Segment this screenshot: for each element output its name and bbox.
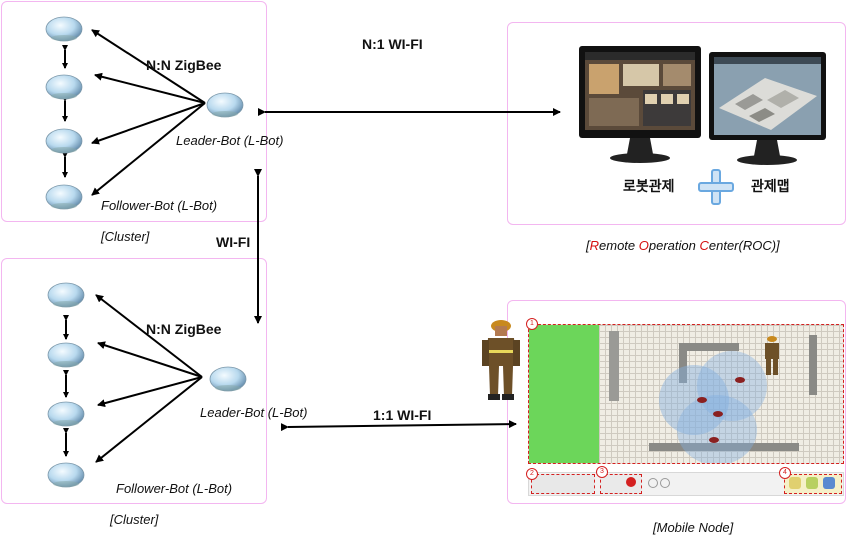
top-cluster-links [62, 29, 206, 196]
coverage-area [697, 351, 767, 421]
coverage-area [659, 365, 729, 435]
follower-bot-icon [47, 282, 85, 308]
marker-3: 3 [596, 466, 608, 478]
follower-bot-icon [47, 342, 85, 368]
wall [609, 331, 619, 401]
map-green-zone [529, 325, 599, 463]
coverage-area [677, 395, 757, 463]
marker-2: 2 [526, 468, 538, 480]
firefighter-icon [482, 320, 520, 400]
map-monitor-icon [709, 52, 826, 165]
play-button[interactable] [648, 478, 658, 488]
follower-bot-icon [45, 74, 83, 100]
robot-monitor-icon [579, 46, 701, 163]
cluster-caption: [Cluster] [110, 512, 159, 527]
cluster-caption: [Cluster] [101, 229, 150, 244]
pause-button[interactable] [660, 478, 670, 488]
robot-marker [713, 411, 723, 417]
wall [679, 343, 687, 383]
leader-bot-icon [206, 92, 244, 118]
follower-bot-icon [45, 128, 83, 154]
wall [649, 443, 799, 451]
marker-4: 4 [779, 467, 791, 479]
robot-marker [709, 437, 719, 443]
wall [809, 335, 817, 395]
toolbar-section-2 [531, 474, 595, 494]
robot-marker [697, 397, 707, 403]
wall [679, 343, 739, 351]
follower-bot-label: Follower-Bot (L-Bot) [101, 198, 218, 213]
robot-marker [735, 377, 745, 383]
tool-icon[interactable] [806, 477, 818, 489]
mobile-map-panel [528, 324, 844, 464]
leader-bot-icon [209, 366, 247, 392]
firefighter-map-icon [765, 336, 779, 375]
wifi-label: WI-FI [216, 234, 251, 250]
follower-bot-icon [47, 462, 85, 488]
stop-button[interactable] [626, 477, 636, 487]
zigbee-label: N:N ZigBee [146, 57, 222, 73]
mobile-node-caption: [Mobile Node] [653, 520, 734, 535]
roc-caption: [Remote Operation Center(ROC)] [586, 238, 780, 253]
tool-icon[interactable] [789, 477, 801, 489]
follower-bot-icon [45, 184, 83, 210]
follower-bot-icon [47, 401, 85, 427]
leader-bot-label: Leader-Bot (L-Bot) [176, 133, 284, 148]
marker-1: 1 [526, 318, 538, 330]
wifi-11-label: 1:1 WI-FI [373, 407, 432, 423]
plus-icon [698, 169, 734, 205]
bottom-cluster-links [63, 294, 203, 463]
leader-bot-label: Leader-Bot (L-Bot) [200, 405, 308, 420]
follower-bot-icon [45, 16, 83, 42]
zigbee-label: N:N ZigBee [146, 321, 222, 337]
n1-wifi-label: N:1 WI-FI [362, 36, 423, 52]
toolbar-section-3 [600, 474, 642, 494]
tool-icon[interactable] [823, 477, 835, 489]
follower-bot-label: Follower-Bot (L-Bot) [116, 481, 233, 496]
control-map-label: 관제맵 [751, 178, 790, 194]
robot-control-label: 로봇관제 [623, 178, 675, 194]
